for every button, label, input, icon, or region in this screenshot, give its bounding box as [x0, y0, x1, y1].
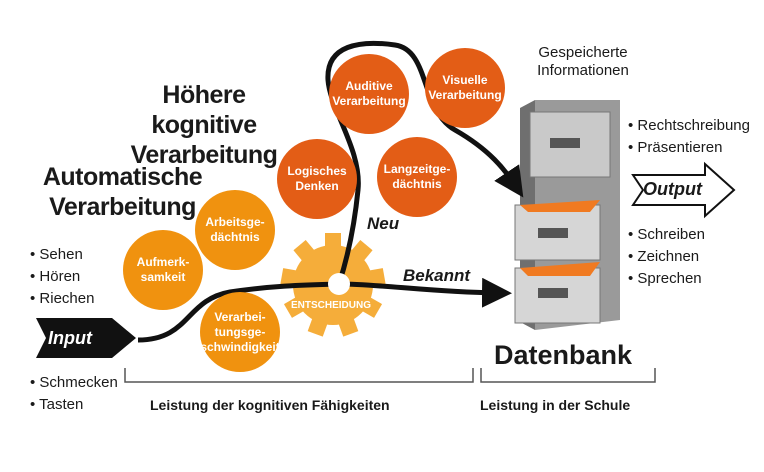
list-item: • Zeichnen [628, 248, 700, 265]
new-path [325, 40, 524, 285]
list-item: • Riechen [30, 290, 95, 307]
circle-arbeitsgedaechtnis: Arbeitsge- dächtnis [195, 190, 275, 270]
flow-path [137, 277, 512, 343]
filing-cabinet-icon [514, 100, 620, 330]
circle-logisches-denken: Logisches Denken [277, 139, 357, 219]
list-item: • Rechtschreibung [628, 117, 750, 134]
bracket-left [124, 368, 474, 383]
gear-icon [280, 233, 386, 337]
list-item: • Schreiben [628, 226, 705, 243]
input-senses-top: • Sehen • Hören • Riechen [30, 244, 94, 310]
list-item: • Schmecken [30, 374, 118, 391]
heading-higher-processing: Höhere kognitive Verarbeitung [130, 81, 278, 169]
outputs-top: • Rechtschreibung • Präsentieren [628, 115, 750, 159]
bracket-right [480, 368, 656, 383]
list-item: • Hören [30, 268, 81, 285]
input-senses-bottom: • Schmecken • Tasten [30, 372, 118, 416]
circle-auditive-verarbeitung: Auditive Verarbeitung [329, 54, 409, 134]
new-path-label: Neu [367, 214, 400, 233]
output-label: Output [643, 179, 702, 199]
circle-langzeitgedaechtnis: Langzeitge- dächtnis [377, 137, 457, 217]
list-item: • Sprechen [628, 270, 702, 287]
gear-label: ENTSCHEIDUNG [291, 300, 372, 311]
list-item: • Tasten [30, 396, 84, 413]
output-arrow [631, 161, 736, 219]
bracket-right-label: Leistung in der Schule [480, 397, 631, 413]
circle-verarbeitungsgeschwindigkeit: Verarbei- tungsge- schwindigkeit [200, 292, 280, 372]
heading-automatic-processing: Automatische Verarbeitung [42, 163, 203, 221]
decision-node [328, 273, 350, 295]
input-label: Input [48, 328, 92, 348]
input-arrow [36, 318, 136, 358]
bracket-left-label: Leistung der kognitiven Fähigkeiten [150, 397, 390, 413]
database-heading: Datenbank [494, 340, 633, 370]
circle-visuelle-verarbeitung: Visuelle Verarbeitung [425, 48, 505, 128]
list-item: • Sehen [30, 246, 83, 263]
circle-aufmerksamkeit: Aufmerk- samkeit [123, 230, 203, 310]
stored-info-label: Gespeicherte Informationen [537, 44, 629, 79]
outputs-bottom: • Schreiben • Zeichnen • Sprechen [628, 224, 705, 290]
list-item: • Präsentieren [628, 139, 723, 156]
known-path-label: Bekannt [403, 266, 471, 285]
